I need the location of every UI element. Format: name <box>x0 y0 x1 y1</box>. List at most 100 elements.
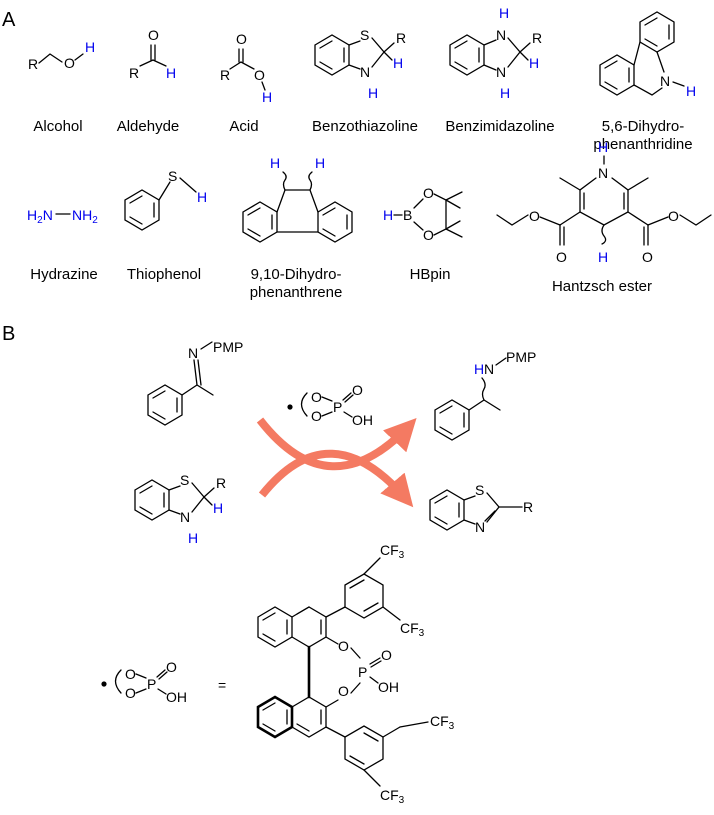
svg-text:H: H <box>500 85 510 101</box>
hantzsch-ester-structure: H N O O O O H <box>496 139 712 265</box>
svg-text:O: O <box>311 408 322 424</box>
svg-text:S: S <box>180 472 189 488</box>
svg-text:R: R <box>216 475 226 491</box>
svg-text:H: H <box>315 155 325 171</box>
svg-text:N: N <box>598 165 608 181</box>
hydrazine-structure: H2N NH2 <box>27 207 98 226</box>
svg-text:O: O <box>668 208 679 224</box>
thiophenol-structure: S H <box>124 168 207 231</box>
svg-text:S: S <box>475 482 484 498</box>
svg-text:O: O <box>338 683 349 699</box>
svg-text:H: H <box>368 85 378 101</box>
svg-text:O: O <box>64 55 75 71</box>
svg-text:O: O <box>338 638 349 654</box>
svg-text:H: H <box>213 500 223 516</box>
svg-text:O: O <box>311 389 322 405</box>
imine-reactant: N PMP <box>147 339 243 426</box>
svg-text:R: R <box>396 30 406 46</box>
svg-text:N: N <box>360 64 370 80</box>
label-aldehyde: Aldehyde <box>117 118 180 135</box>
svg-text:O: O <box>148 27 159 43</box>
svg-text:H: H <box>598 139 608 155</box>
svg-text:H: H <box>686 83 696 99</box>
benzothiazoline-reactant: S N R H H <box>134 472 226 546</box>
svg-text:H: H <box>499 5 509 21</box>
svg-text:N: N <box>484 361 494 377</box>
svg-text:H: H <box>166 65 176 81</box>
svg-text:O: O <box>423 227 434 243</box>
svg-text:OH: OH <box>166 689 187 705</box>
label-hydrazine: Hydrazine <box>30 266 98 283</box>
svg-text:B: B <box>403 207 412 223</box>
svg-text:R: R <box>532 30 542 46</box>
svg-text:O: O <box>125 666 136 682</box>
svg-text:H: H <box>270 155 280 171</box>
svg-text:H2N: H2N <box>27 207 53 226</box>
svg-text:R: R <box>220 67 230 83</box>
svg-text:O: O <box>352 382 363 398</box>
svg-text:PMP: PMP <box>213 339 243 355</box>
label-benzothiazoline: Benzothiazoline <box>312 118 418 135</box>
benzimidazoline-structure: N N R H H H <box>449 5 542 101</box>
svg-text:O: O <box>381 647 392 663</box>
svg-text:H: H <box>197 189 207 205</box>
benzothiazoline-structure: S N R H H <box>314 27 406 101</box>
svg-text:CF3: CF3 <box>400 620 425 639</box>
svg-text:N: N <box>660 73 670 89</box>
svg-text:N: N <box>188 345 198 361</box>
equals-sign: = <box>218 677 226 693</box>
svg-text:O: O <box>166 659 177 675</box>
svg-text:PMP: PMP <box>506 349 536 365</box>
svg-text:OH: OH <box>352 412 373 428</box>
svg-text:N: N <box>475 519 485 535</box>
arrow-to-amine <box>256 417 417 471</box>
svg-text:H: H <box>188 530 198 546</box>
svg-text:H: H <box>393 55 403 71</box>
amine-product: H N PMP <box>434 349 536 441</box>
svg-text:O: O <box>642 249 653 265</box>
svg-text:P: P <box>333 399 342 415</box>
label-dihydrophenanthridine-2: phenanthridine <box>593 136 692 153</box>
svg-text:P: P <box>147 676 156 692</box>
label-benzimidazoline: Benzimidazoline <box>445 118 554 135</box>
panel-b-label: B <box>2 323 15 345</box>
svg-text:P: P <box>358 664 367 680</box>
label-thiophenol: Thiophenol <box>127 266 201 283</box>
dihydrophenanthrene-structure: H H <box>242 155 353 243</box>
chiral-phosphoric-acid-structure: O O P O OH CF3 CF3 CF3 CF3 <box>256 542 455 806</box>
svg-text:O: O <box>423 185 434 201</box>
svg-text:S: S <box>360 27 369 43</box>
label-dihydrophenanthrene-1: 9,10-Dihydro- <box>251 266 342 283</box>
hbpin-structure: H B O O <box>383 185 463 243</box>
svg-text:CF3: CF3 <box>380 542 405 561</box>
label-dihydrophenanthridine-1: 5,6-Dihydro- <box>602 118 685 135</box>
svg-text:NH2: NH2 <box>72 207 98 226</box>
panel-a-label: A <box>2 9 16 31</box>
svg-text:H: H <box>598 249 608 265</box>
svg-text:N: N <box>496 27 506 43</box>
svg-text:H: H <box>85 39 95 55</box>
label-alcohol: Alcohol <box>33 118 82 135</box>
svg-text:R: R <box>28 56 38 72</box>
svg-text:R: R <box>129 65 139 81</box>
acid-structure: O R O H <box>220 31 272 105</box>
svg-text:S: S <box>168 168 177 184</box>
svg-text:O: O <box>125 685 136 701</box>
svg-text:R: R <box>523 499 533 515</box>
svg-text:O: O <box>529 208 540 224</box>
catalyst-symbol-reaction: O O P O OH <box>287 382 373 428</box>
svg-text:CF3: CF3 <box>430 713 455 732</box>
svg-text:O: O <box>254 67 265 83</box>
label-hantzsch-ester: Hantzsch ester <box>552 278 652 295</box>
aldehyde-structure: O R H <box>129 27 176 81</box>
svg-text:N: N <box>496 64 506 80</box>
svg-text:N: N <box>180 509 190 525</box>
catalyst-symbol-definition: O O P O OH <box>101 659 187 705</box>
arrow-to-benzothiazole <box>258 449 414 508</box>
svg-text:O: O <box>556 249 567 265</box>
label-hbpin: HBpin <box>410 266 451 283</box>
dihydrophenanthridine-structure: N H <box>599 11 696 99</box>
label-dihydrophenanthrene-2: phenanthrene <box>250 284 343 301</box>
svg-text:H: H <box>529 55 539 71</box>
alcohol-structure: R O H <box>28 39 95 72</box>
